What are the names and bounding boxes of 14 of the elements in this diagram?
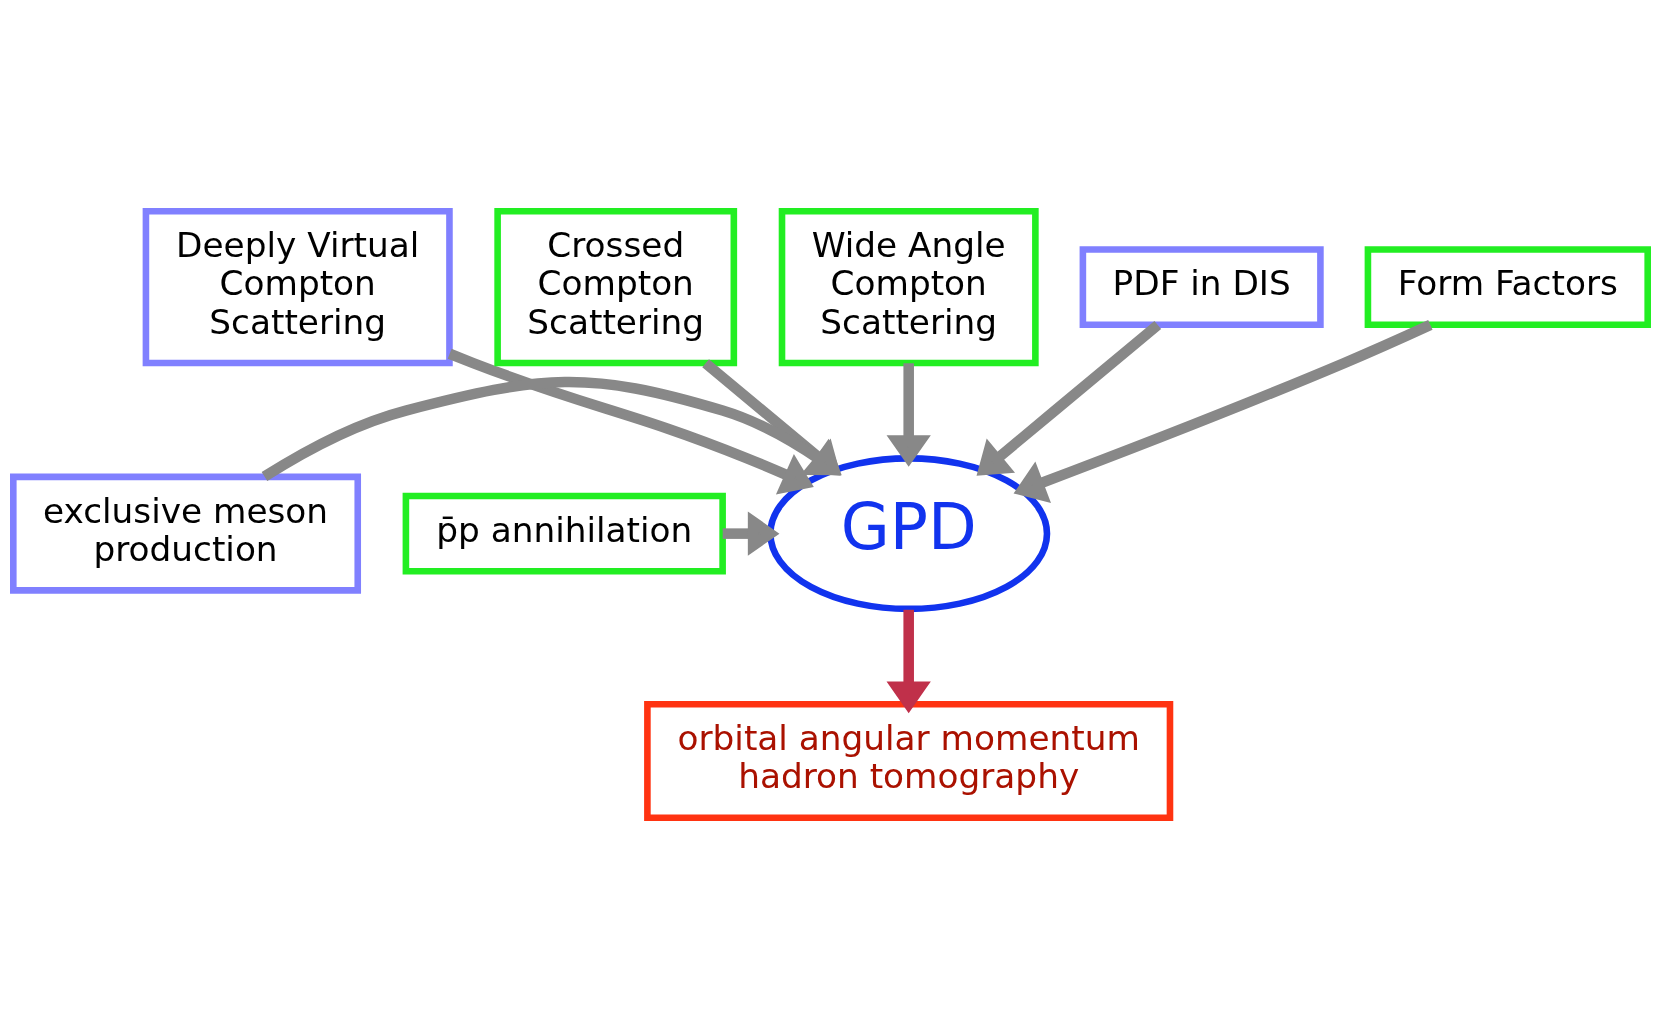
arrow [886, 363, 931, 467]
node-box: Crossed Compton Scattering [494, 208, 738, 367]
node-box: p̄p annihilation [402, 492, 726, 575]
arrow [976, 320, 1162, 476]
node-box: exclusive meson production [10, 473, 362, 594]
arrow [886, 609, 931, 714]
arrow [447, 348, 814, 495]
node-box: PDF in DIS [1079, 246, 1324, 329]
node-box: Wide Angle Compton Scattering [778, 208, 1039, 367]
node-box: orbital angular momentum hadron tomography [644, 700, 1174, 821]
node-box: Deeply Virtual Compton Scattering [142, 208, 453, 367]
node-box: Form Factors [1364, 246, 1651, 329]
arrow [722, 511, 780, 556]
arrow [1013, 320, 1433, 504]
